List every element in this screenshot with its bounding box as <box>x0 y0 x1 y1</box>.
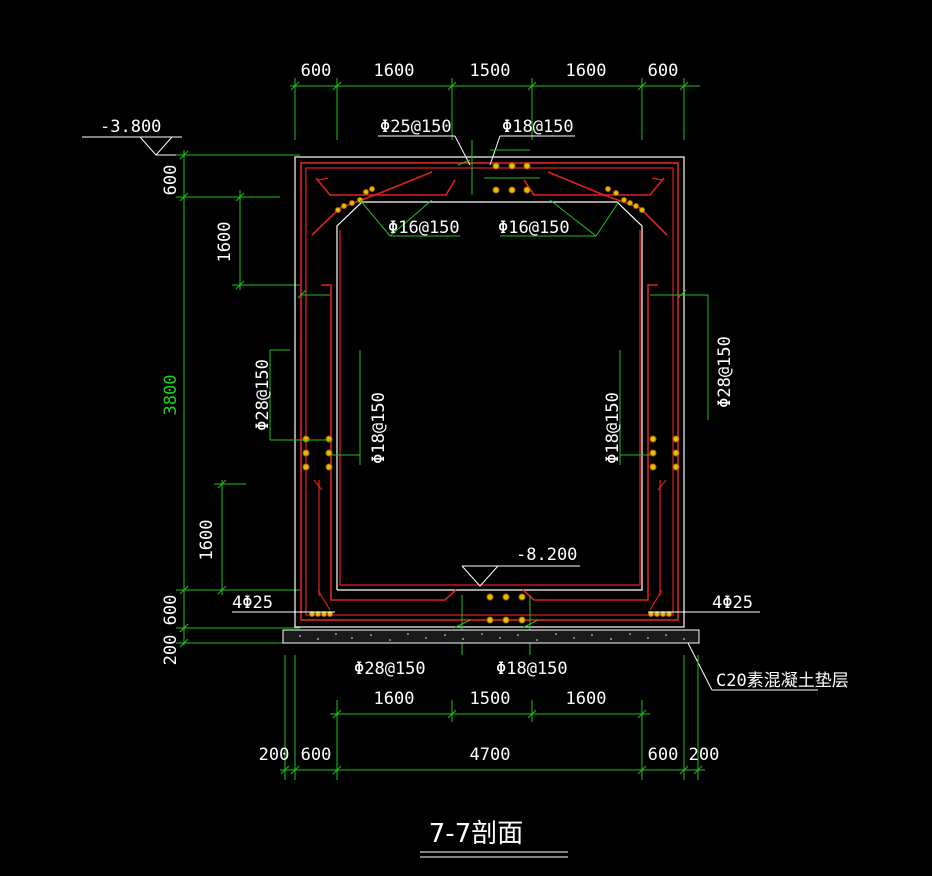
rebar-cage <box>300 162 679 621</box>
elevation-bottom-label: -8.200 <box>516 545 577 565</box>
bottom1-dim-1: 1600 <box>374 689 415 709</box>
elevation-marker-bottom: -8.200 <box>461 545 580 587</box>
label-bottom-right: Φ18@150 <box>496 659 568 679</box>
top-dim-4: 1600 <box>566 61 607 81</box>
label-wall-right-outer: Φ28@150 <box>715 336 735 408</box>
top-dim-2: 1600 <box>374 61 415 81</box>
top-dim-5: 600 <box>648 61 679 81</box>
bottom1-dim-3: 1600 <box>566 689 607 709</box>
elevation-top-label: -3.800 <box>100 117 161 137</box>
elevation-marker-top: -3.800 <box>82 117 300 156</box>
drawing-title: 7-7剖面 <box>420 819 568 858</box>
top-dim-3: 1500 <box>470 61 511 81</box>
section-title: 7-7剖面 <box>429 819 523 849</box>
rebar-dots <box>302 162 680 624</box>
bottom2-dim-5: 200 <box>689 745 720 765</box>
left-dim-bottom: 600 <box>161 595 181 626</box>
label-corner-left: 4Φ25 <box>232 593 273 613</box>
left-dim-total: 3800 <box>161 375 181 416</box>
top-dim-1: 600 <box>301 61 332 81</box>
label-wall-left-outer: Φ28@150 <box>253 359 273 431</box>
rebar-labels: Φ25@150 Φ18@150 Φ16@150 Φ16@150 Φ28@150 … <box>232 117 753 679</box>
concrete-outline <box>294 156 685 628</box>
top-dimension-chain: 600 1600 1500 1600 600 <box>290 61 700 140</box>
bottom2-dim-3: 4700 <box>470 745 511 765</box>
label-corner-right: 4Φ25 <box>712 593 753 613</box>
label-top-right: Φ18@150 <box>502 117 574 137</box>
leader-lines <box>232 135 760 655</box>
bottom2-dim-1: 200 <box>259 745 290 765</box>
left-dim-top: 600 <box>161 165 181 196</box>
label-haunch-left: Φ16@150 <box>388 218 460 238</box>
label-wall-right-inner: Φ18@150 <box>603 392 623 464</box>
label-bottom-left: Φ28@150 <box>354 659 426 679</box>
left-dimension-chain: 600 1600 3800 1600 600 200 <box>161 150 300 665</box>
bottom2-dim-2: 600 <box>301 745 332 765</box>
cushion-label: C20素混凝土垫层 <box>716 671 849 691</box>
left-dim-cushion: 200 <box>161 635 181 666</box>
label-haunch-right: Φ16@150 <box>498 218 570 238</box>
cushion-layer: C20素混凝土垫层 <box>282 629 849 691</box>
label-top-left: Φ25@150 <box>380 117 452 137</box>
bottom2-dim-4: 600 <box>648 745 679 765</box>
bottom1-dim-2: 1500 <box>470 689 511 709</box>
bottom-dimension-chain-1: 1600 1500 1600 <box>330 689 650 722</box>
bottom-dimension-chain-2: 200 600 4700 600 200 <box>259 655 720 780</box>
label-wall-left-inner: Φ18@150 <box>369 392 389 464</box>
left-dim-lower: 1600 <box>197 520 217 561</box>
left-dim-upper: 1600 <box>215 222 235 263</box>
